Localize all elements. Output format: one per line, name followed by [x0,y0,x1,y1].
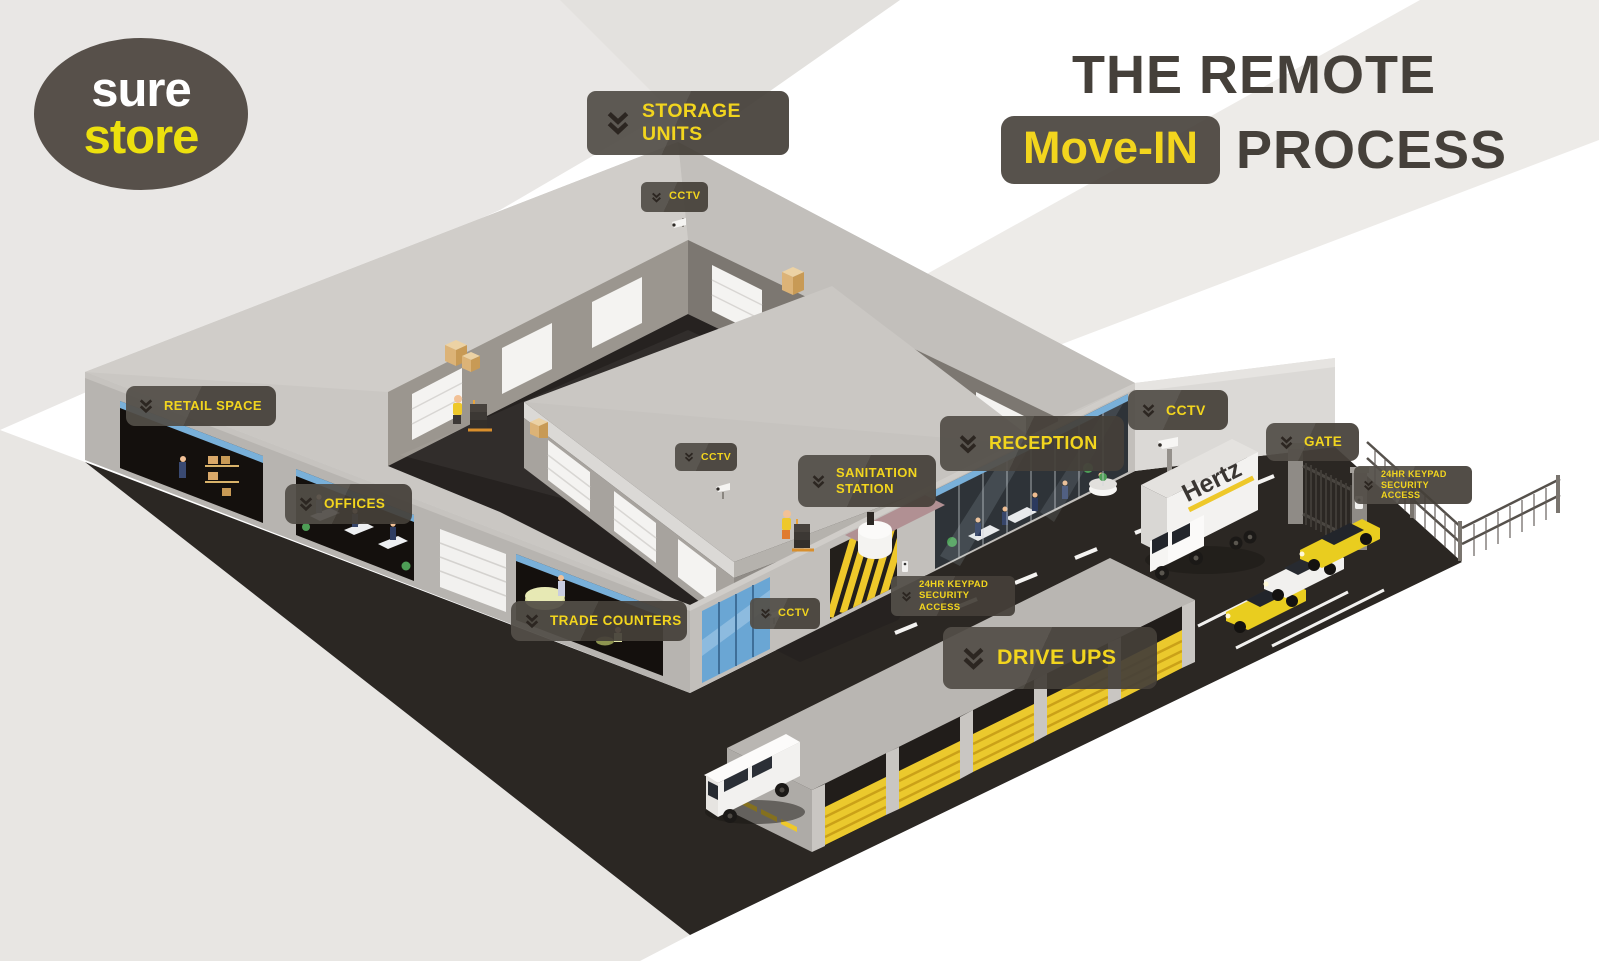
label-trade-counters: TRADE COUNTERS [511,601,687,641]
label-text: CCTV [669,190,701,203]
label-text: RETAIL SPACE [164,398,262,414]
label-offices: OFFICES [285,484,412,524]
label-reception: RECEPTION [940,416,1124,471]
title-line2: Move-IN PROCESS [958,116,1550,184]
label-cctv-entrance: CCTV [750,598,820,629]
label-cctv-courtyard: CCTV [675,443,737,471]
sanitation-counter [858,512,892,559]
logo-word-top: sure [91,63,192,118]
label-text: 24HR KEYPAD SECURITY ACCESS [1381,468,1447,501]
double-chevron-icon [525,614,539,629]
double-chevron-icon [684,452,694,462]
hertz-truck: Hertz [1141,439,1265,580]
label-text: OFFICES [324,495,386,511]
cctv-camera-roof [672,218,686,228]
label-text: RECEPTION [989,432,1098,453]
label-cctv-gate: CCTV [1128,390,1228,430]
label-cctv-top: CCTV [641,182,708,212]
double-chevron-icon [761,608,770,619]
label-retail-space: RETAIL SPACE [126,386,276,426]
double-chevron-icon [607,111,629,135]
label-text: STORAGE UNITS [642,99,741,145]
white-van [704,734,805,824]
double-chevron-icon [299,497,313,512]
label-text: TRADE COUNTERS [550,612,682,628]
title-line2-rest: PROCESS [1235,120,1508,180]
double-chevron-icon [959,434,977,453]
label-text: 24HR KEYPAD SECURITY ACCESS [919,578,989,613]
label-text: GATE [1304,433,1343,449]
label-text: CCTV [701,450,732,463]
title-line1: THE REMOTE [1071,45,1436,105]
label-text: SANITATION STATION [836,465,918,496]
double-chevron-icon [652,192,661,203]
double-chevron-icon [902,591,911,602]
label-sanitation-station: SANITATION STATION [798,455,936,507]
cctv-camera-courtyard [716,483,730,499]
label-keypad-gate: 24HR KEYPAD SECURITY ACCESS [1354,466,1472,504]
double-chevron-icon [1142,403,1155,417]
double-chevron-icon [963,647,984,670]
cardboard-boxes [445,267,804,438]
double-chevron-icon [812,474,825,488]
label-text: DRIVE UPS [997,645,1117,670]
label-text: CCTV [1166,401,1206,418]
move-in-badge: Move-IN [1000,116,1220,184]
double-chevron-icon [1364,480,1373,491]
worker-figure-2 [782,510,814,552]
entrance-foreground [768,495,945,624]
label-text: CCTV [778,606,810,619]
logo-word-bottom: store [83,110,200,164]
vehicles: Hertz [704,439,1380,824]
page-title: THE REMOTE Move-IN PROCESS [958,44,1550,184]
surestore-logo: sure store [34,38,248,190]
parked-car-yellow-2 [1299,519,1380,571]
double-chevron-icon [1280,435,1293,449]
label-storage-units: STORAGE UNITS [587,91,789,155]
double-chevron-icon [139,399,153,414]
facade-roller-door [439,529,507,612]
label-keypad-entrance: 24HR KEYPAD SECURITY ACCESS [891,576,1015,616]
label-drive-ups: DRIVE UPS [943,627,1157,689]
worker-figure [453,395,492,432]
label-gate: GATE [1266,423,1359,461]
